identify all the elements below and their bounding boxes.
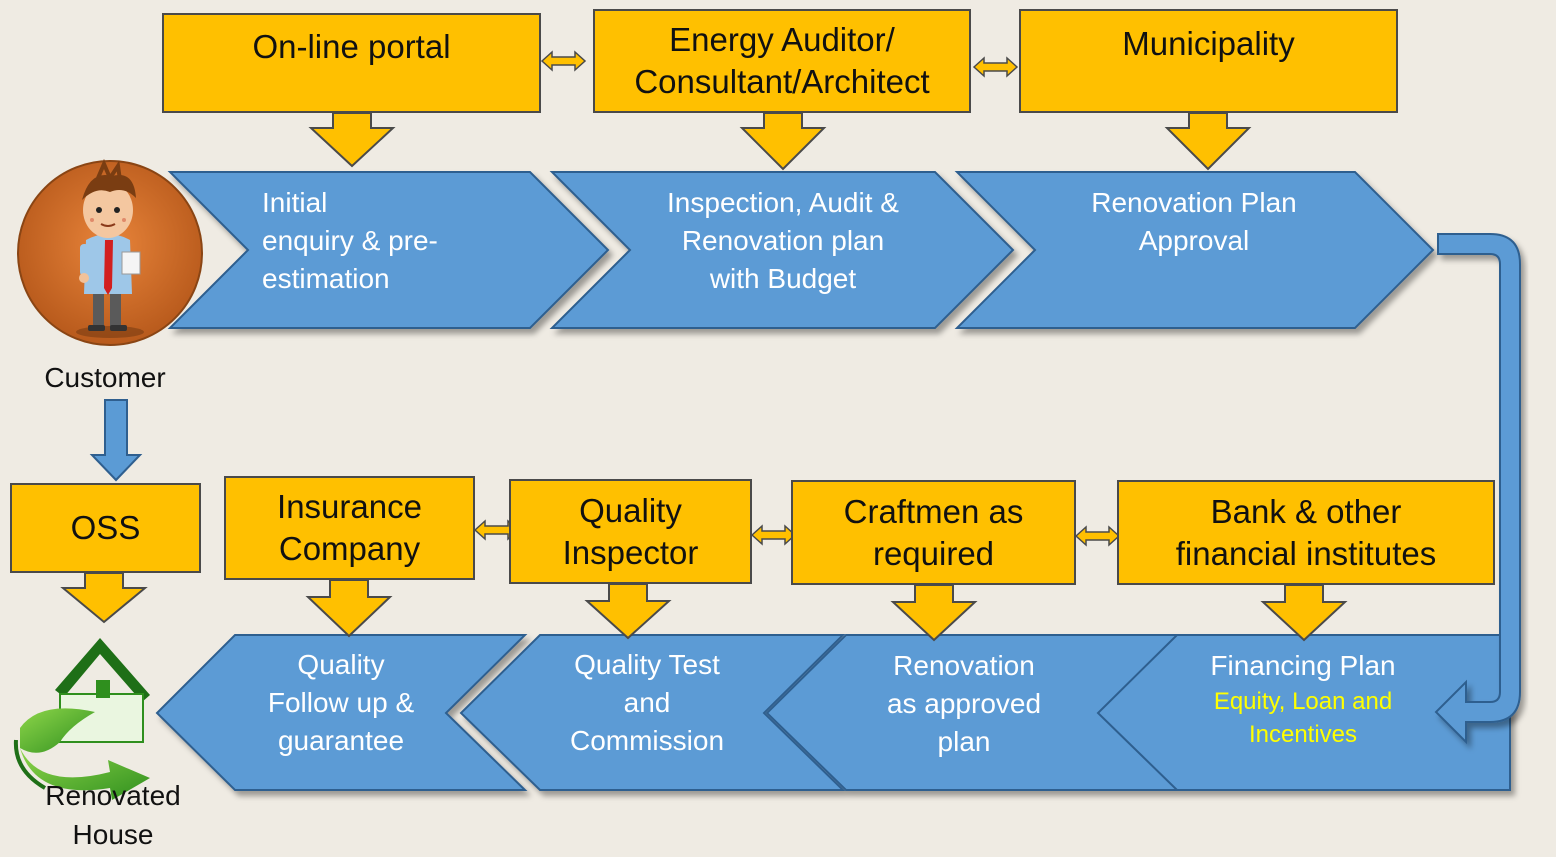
customer-label-text: Customer	[44, 362, 166, 393]
step-label: Renovation plan	[681, 224, 885, 256]
provider-online-portal: On-line portal	[162, 13, 541, 113]
provider-label: Municipality	[1122, 25, 1295, 62]
provider-label: Quality	[579, 491, 682, 529]
step-label: Inspection, Audit &	[667, 187, 899, 218]
provider-label: Bank & other	[1210, 492, 1402, 530]
provider-oss: OSS	[10, 483, 201, 573]
step-sublabel: Incentives	[1248, 720, 1358, 748]
step-inspection-audit: Inspection, Audit & Renovation plan with…	[623, 184, 943, 297]
step-label: Quality Test	[574, 649, 720, 680]
customer-avatar	[17, 158, 203, 346]
step-label: as approved	[886, 687, 1042, 719]
oss-label: OSS	[70, 509, 141, 547]
provider-label: financial institutes	[1175, 534, 1437, 572]
arrow-down-municipality	[1164, 112, 1252, 171]
step-quality-follow-up: Quality Follow up & guarantee	[211, 646, 471, 759]
step-label: Commission	[569, 724, 725, 756]
provider-label: Inspector	[562, 533, 699, 571]
step-label: guarantee	[277, 724, 405, 756]
provider-insurance-company: Insurance Company	[224, 476, 475, 580]
step-label: Financing Plan	[1210, 650, 1396, 681]
step-label: with Budget	[709, 262, 857, 294]
house-icon	[13, 638, 150, 800]
arrow-down-insurance	[305, 579, 393, 638]
provider-energy-auditor: Energy Auditor/ Consultant/Architect	[593, 9, 971, 113]
arrow-down-oss	[60, 572, 148, 624]
arrow-down-craftmen	[890, 584, 978, 642]
renovated-house-label-line: Renovated	[45, 780, 181, 811]
step-label: Renovation	[893, 650, 1035, 681]
provider-label: Insurance	[277, 488, 422, 526]
connector-portal-auditor	[540, 50, 587, 72]
step-quality-test: Quality Test and Commission	[517, 646, 777, 759]
arrow-customer-to-oss	[89, 399, 143, 482]
provider-label: required	[872, 534, 995, 572]
step-label: Approval	[1138, 224, 1250, 256]
step-label: Follow up &	[267, 686, 415, 718]
connector-quality-craftmen	[750, 524, 797, 546]
renovated-house-label-line: House	[72, 818, 154, 850]
provider-label: Consultant/Architect	[634, 63, 930, 100]
provider-craftmen: Craftmen as required	[791, 480, 1076, 585]
step-chevron-financing-plan	[1096, 634, 1511, 791]
renovated-house-label: Renovated House	[23, 777, 203, 854]
provider-quality-inspector: Quality Inspector	[509, 479, 752, 584]
step-chevron-inspection-audit	[549, 171, 1015, 329]
step-label: Quality	[297, 649, 385, 680]
step-renovation: Renovation as approved plan	[834, 647, 1094, 760]
arrow-down-online-portal	[308, 112, 396, 168]
arrow-down-bank	[1260, 584, 1348, 642]
step-chevron-quality-follow-up	[155, 634, 528, 791]
step-sublabel: Equity, Loan and	[1213, 687, 1393, 715]
provider-bank: Bank & other financial institutes	[1117, 480, 1495, 585]
arrow-down-quality-inspector	[584, 583, 672, 640]
provider-municipality: Municipality	[1019, 9, 1398, 113]
step-chevron-initial-enquiry	[167, 171, 610, 329]
step-label: enquiry & pre-	[262, 224, 438, 256]
arrow-down-energy-auditor	[739, 112, 827, 171]
connector-craftmen-bank	[1074, 525, 1121, 547]
step-label: estimation	[262, 262, 390, 294]
step-initial-enquiry: Initial enquiry & pre- estimation	[262, 184, 532, 297]
provider-label: Craftmen as	[843, 492, 1024, 530]
customer-label: Customer	[20, 359, 190, 398]
step-label: plan	[937, 725, 991, 757]
step-label: and	[623, 686, 671, 718]
provider-label: Energy Auditor/	[669, 21, 895, 59]
step-financing-plan: Financing Plan Equity, Loan and Incentiv…	[1163, 647, 1443, 751]
step-plan-approval: Renovation Plan Approval	[1034, 184, 1354, 260]
provider-label: Company	[278, 530, 421, 567]
step-chevron-plan-approval	[954, 171, 1435, 329]
flow-return-arrow	[1434, 233, 1521, 745]
step-chevron-quality-test	[459, 634, 846, 791]
provider-label: On-line portal	[252, 28, 451, 65]
step-label: Initial	[262, 187, 328, 218]
step-label: Renovation Plan	[1091, 187, 1297, 218]
provider-down-arrows	[60, 112, 1348, 642]
connector-auditor-municipality	[972, 56, 1019, 78]
